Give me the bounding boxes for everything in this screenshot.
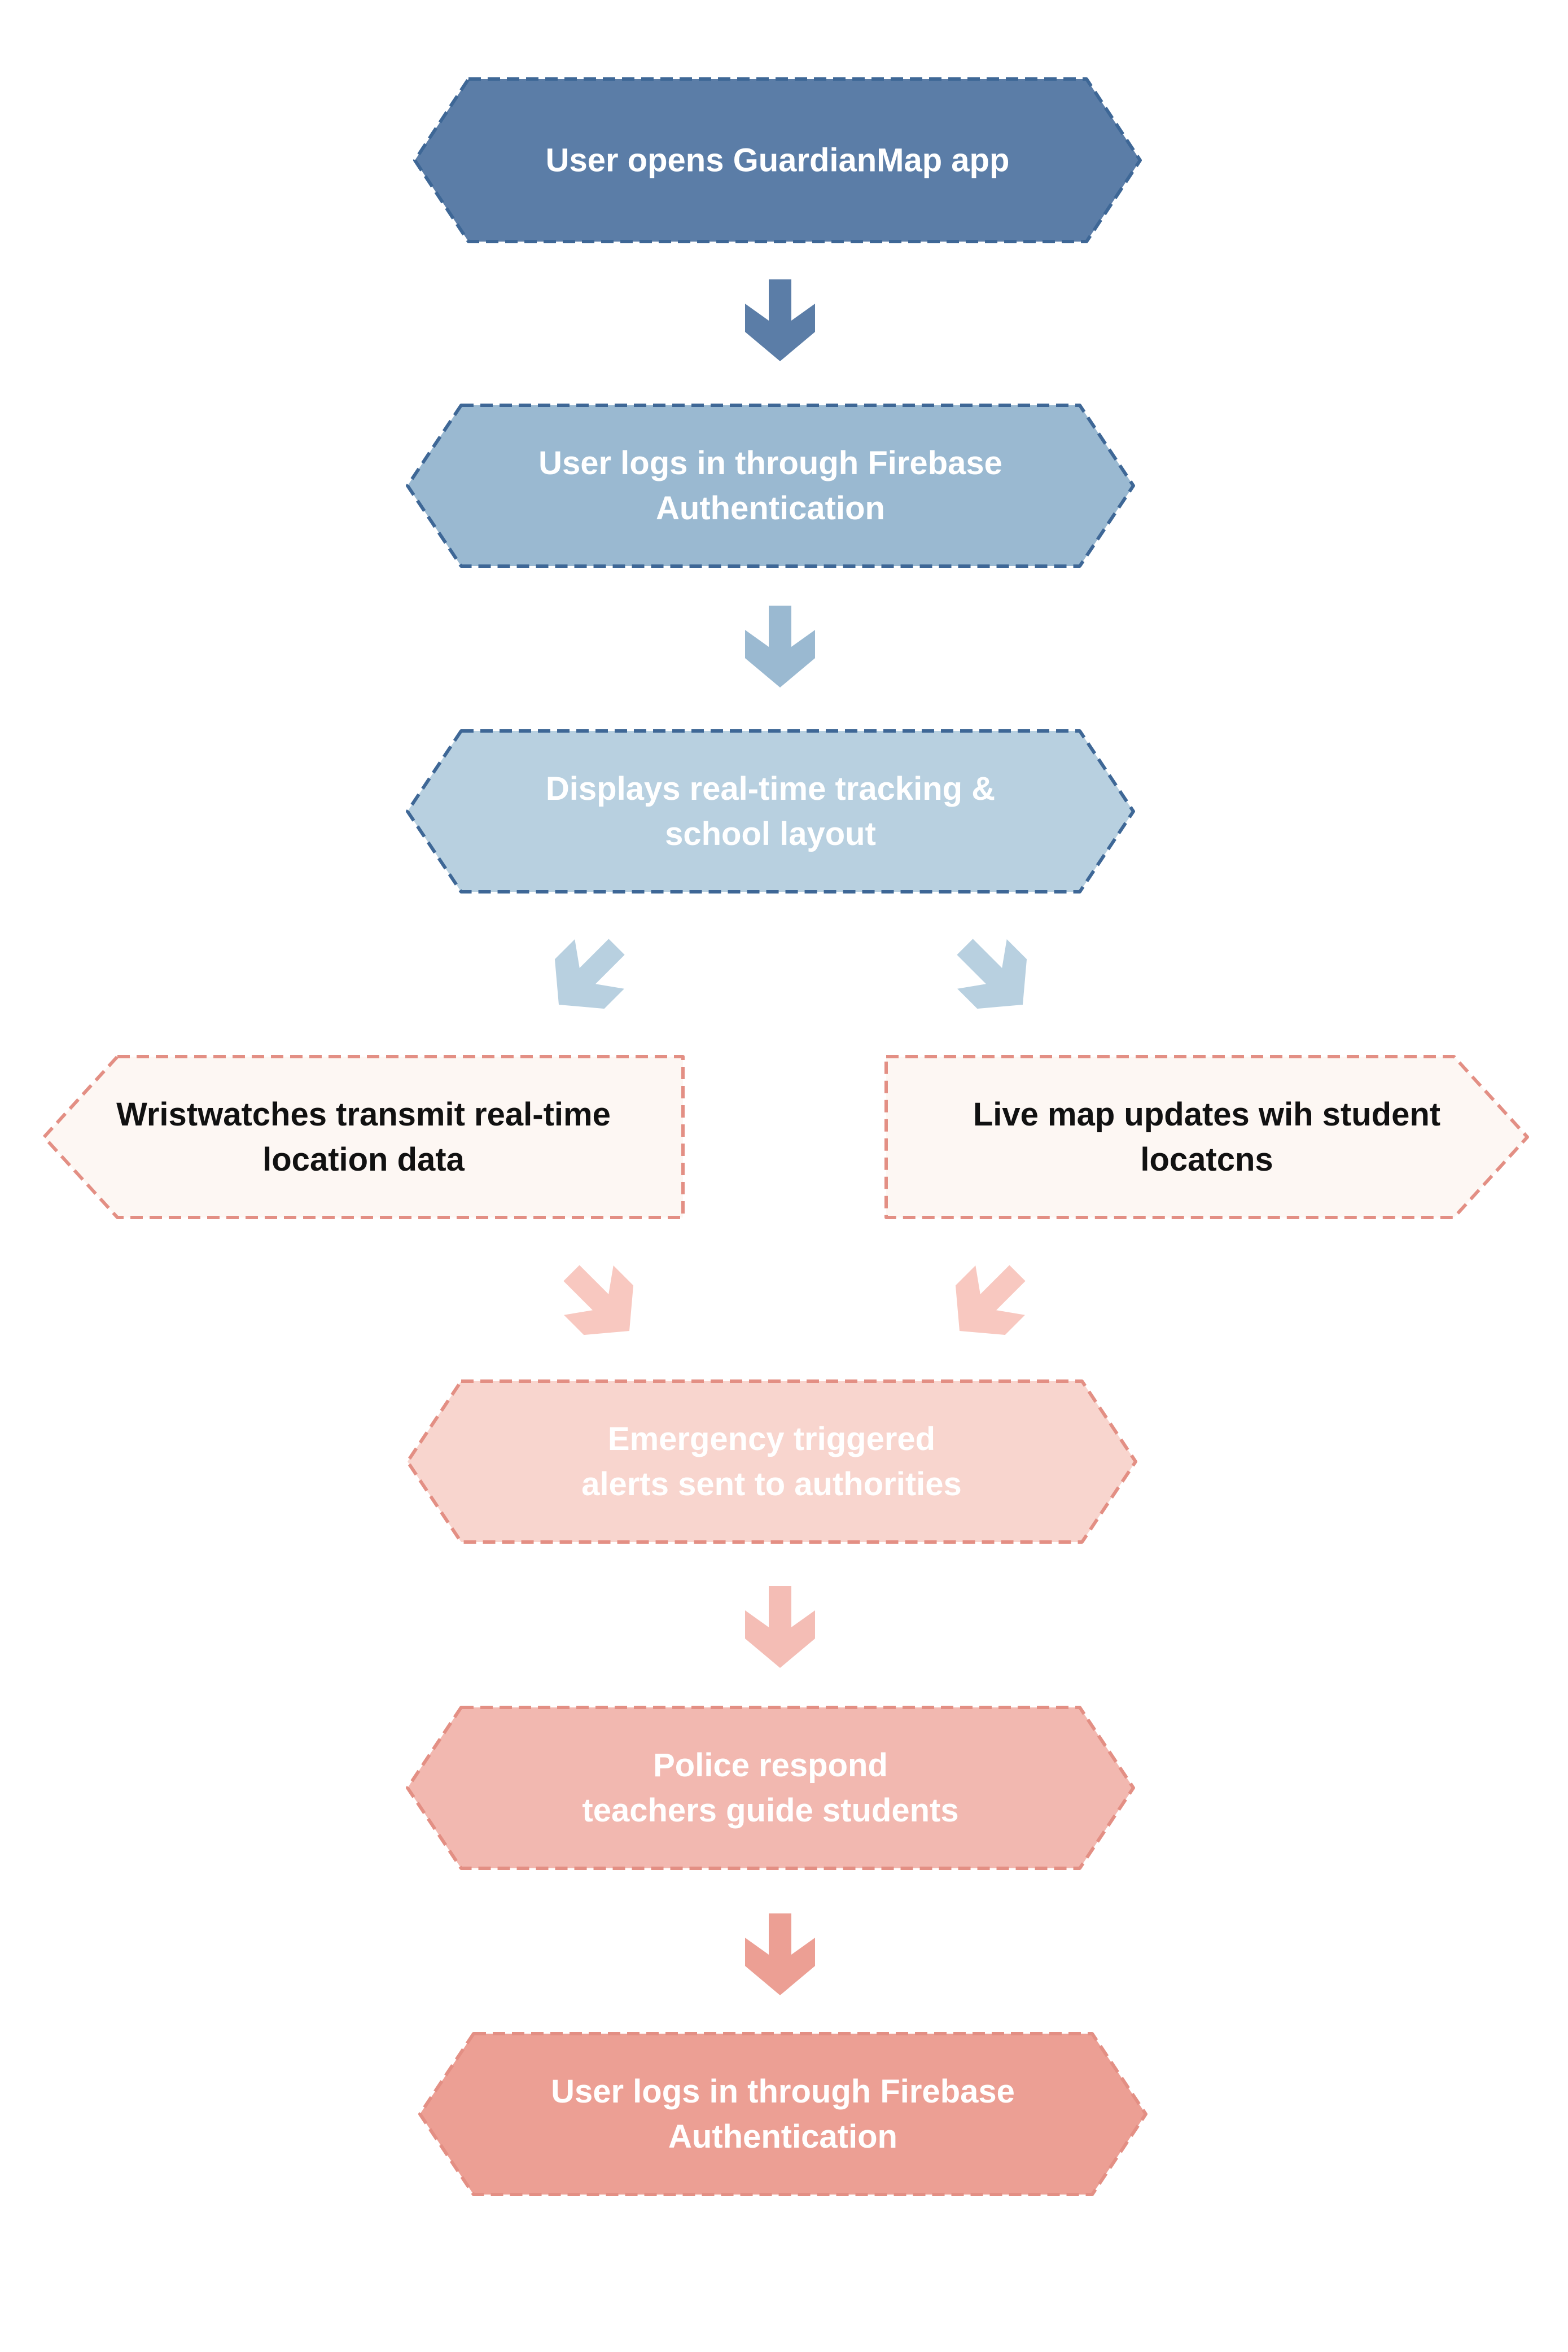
node-label-n8-line-1: User logs in through Firebase: [551, 2073, 1015, 2110]
arrow-n4-to-n6: [563, 1265, 634, 1335]
node-label-n4-line-2: location data: [262, 1141, 465, 1178]
arrow-n3-to-n4: [554, 939, 625, 1009]
node-label-n7-line-2: teachers guide students: [582, 1792, 958, 1829]
node-shape-n6: [406, 1379, 1137, 1544]
node-label-n2-line-2: Authentication: [656, 490, 885, 527]
node-label-n7-line-1: Police respond: [653, 1747, 888, 1784]
arrow-n6-to-n7: [745, 1586, 815, 1668]
flow-node-n1: User opens GuardianMap app: [413, 77, 1142, 243]
flow-node-n8: User logs in through FirebaseAuthenticat…: [418, 2032, 1147, 2196]
node-label-n4-line-1: Wristwatches transmit real-time: [116, 1096, 611, 1133]
arrow-n7-to-n8: [745, 1913, 815, 1995]
arrow-n5-to-n6: [955, 1265, 1026, 1335]
node-label-n5-line-1: Live map updates wih student: [973, 1096, 1440, 1133]
node-label-n3-line-1: Displays real-time tracking &: [546, 770, 995, 807]
arrow-n2-to-n3: [745, 606, 815, 687]
node-label-n6-line-2: alerts sent to authorities: [581, 1466, 962, 1503]
node-shape-n2: [406, 404, 1135, 568]
node-shape-n7: [406, 1706, 1135, 1870]
node-shape-n8: [418, 2032, 1147, 2196]
arrow-n1-to-n2: [745, 279, 815, 361]
node-label-n6-line-1: Emergency triggered: [608, 1421, 935, 1457]
flow-node-n5: Live map updates wih student locatcns: [884, 1055, 1529, 1219]
node-shape-n1: [413, 77, 1142, 243]
flow-node-n4: Wristwatches transmit real-time location …: [42, 1055, 685, 1219]
flow-node-n6: Emergency triggered alerts sent to author…: [406, 1379, 1137, 1544]
node-label-n8-line-2: Authentication: [668, 2118, 897, 2155]
node-shape-n5: [884, 1055, 1529, 1219]
node-label-n5-line-2: locatcns: [1140, 1141, 1273, 1178]
node-label-n1-line-1: User opens GuardianMap app: [546, 142, 1010, 179]
flow-node-n2: User logs in through FirebaseAuthenticat…: [406, 404, 1135, 568]
node-shape-n3: [406, 729, 1135, 894]
arrow-n3-to-n5: [957, 939, 1027, 1009]
node-label-n2-line-1: User logs in through Firebase: [538, 445, 1002, 481]
flow-node-n3: Displays real-time tracking & school layo…: [406, 729, 1135, 894]
node-label-n3-line-2: school layout: [665, 816, 876, 852]
node-shape-n4: [42, 1055, 685, 1219]
flow-node-n7: Police respond teachers guide students: [406, 1706, 1135, 1870]
